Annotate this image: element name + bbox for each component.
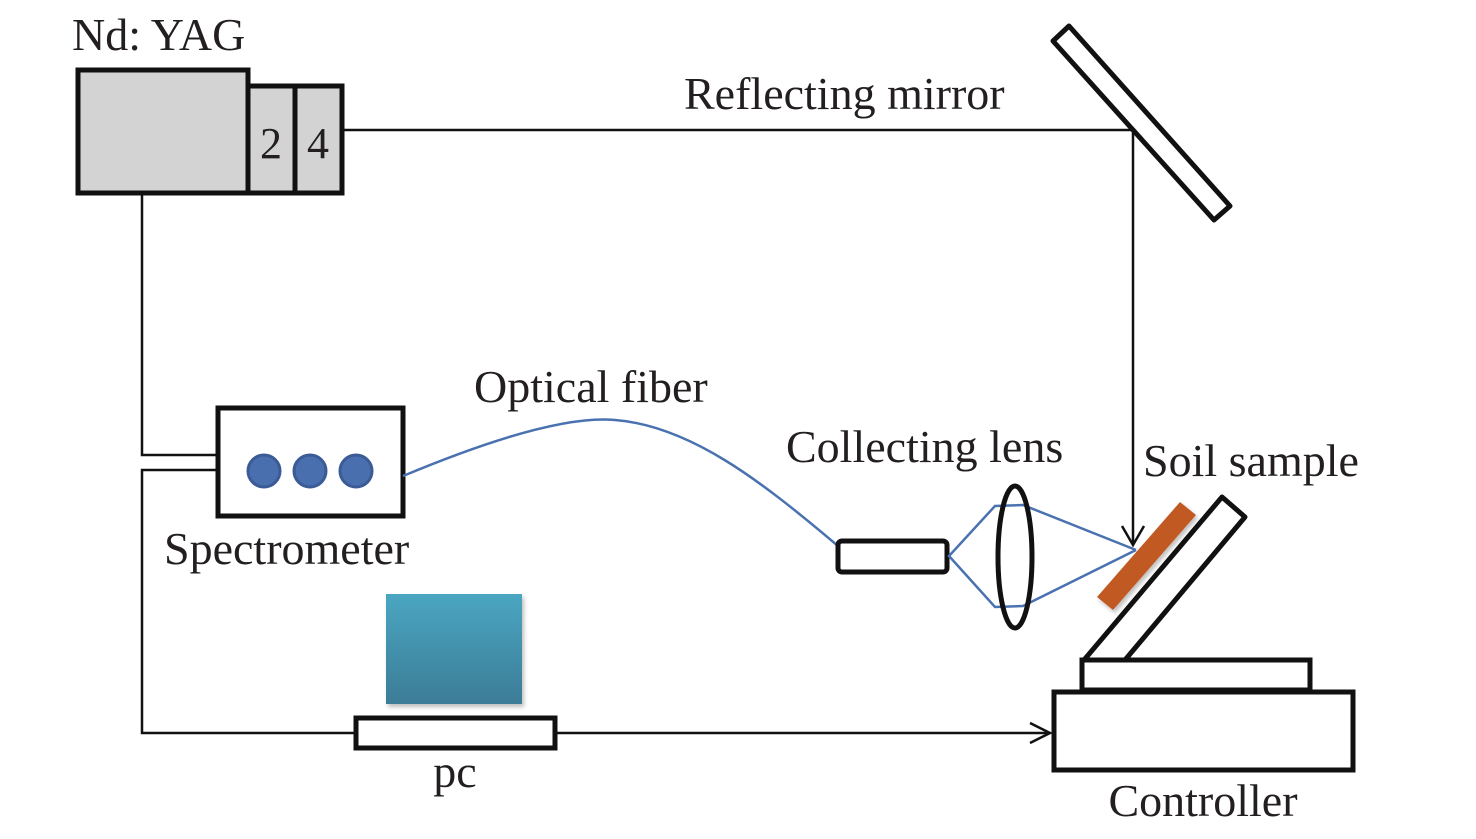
harmonic-module-4 [292,83,345,196]
optical-fiber [402,418,839,547]
fiber-probe [835,538,950,575]
soil-sample [1097,502,1196,610]
laser-label: Nd: YAG [72,9,245,60]
spectrometer-indicator-2 [292,453,328,489]
spectrometer-pc-wire [140,468,357,735]
spectrometer-indicator-1 [246,453,282,489]
spectrometer-box [215,405,406,519]
mirror-plate [1050,23,1233,223]
laser-body [75,67,251,196]
pc-base [353,715,558,751]
controller-box [1051,689,1356,773]
collected-light-rays [947,503,1137,609]
reflecting-mirror: Reflecting mirror [684,23,1233,223]
laser-unit: Nd: YAG 2 4 [72,9,345,196]
harmonic-label-4: 4 [307,119,329,168]
lens-label: Collecting lens [786,421,1063,472]
spectrometer-label: Spectrometer [164,523,409,574]
controller-arrowhead-icon [1029,721,1053,745]
pc: pc [353,594,558,797]
laser-trigger-wire [140,193,218,457]
stage-platform [1079,657,1313,693]
pc-label: pc [433,746,476,797]
controller-label: Controller [1108,775,1297,826]
harmonic-module-2 [245,83,298,196]
pc-monitor [386,594,522,704]
spectrometer-indicator-3 [338,453,374,489]
controller: Controller [1051,657,1356,826]
fiber-label: Optical fiber [474,361,708,412]
beam-arrowhead-icon [1120,525,1146,548]
collecting-lens [995,483,1035,631]
spectrometer: Spectrometer [164,405,409,574]
mirror-label: Reflecting mirror [684,68,1005,119]
sample-label: Soil sample [1143,435,1359,486]
harmonic-label-2: 2 [260,119,282,168]
